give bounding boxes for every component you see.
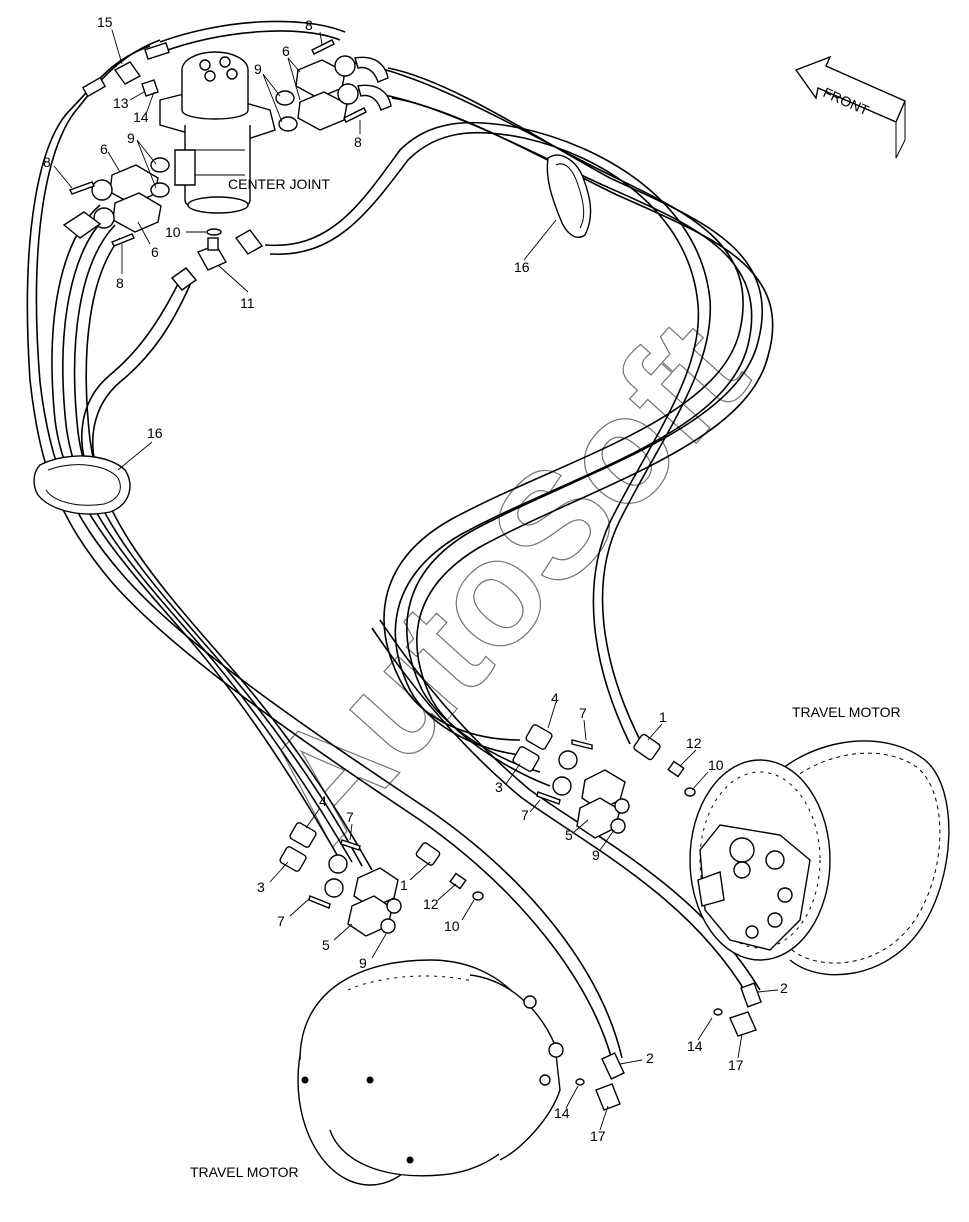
callout-8: 8	[354, 134, 362, 150]
callout-9: 9	[254, 61, 262, 77]
callout-7: 7	[346, 809, 354, 825]
fitting-11	[170, 229, 264, 291]
callout-17: 17	[728, 1057, 744, 1073]
callout-14: 14	[133, 109, 149, 125]
callout-7: 7	[579, 705, 587, 721]
callout-numbers: 15 8 6 9 13 14 8 9 6 8 6 8 10 11 16 16 4…	[43, 14, 788, 1144]
hose-bundle	[26, 20, 774, 1061]
callout-2: 2	[780, 980, 788, 996]
callout-12: 12	[686, 735, 702, 751]
callout-6: 6	[100, 141, 108, 157]
center-joint-label: CENTER JOINT	[228, 176, 330, 192]
center-joint	[159, 51, 276, 236]
callout-10: 10	[708, 757, 724, 773]
flanges-left	[62, 157, 170, 247]
travel-motor-left	[297, 959, 564, 1186]
callout-3: 3	[495, 779, 503, 795]
fitting-15	[81, 41, 170, 98]
callout-15: 15	[97, 14, 113, 30]
band-clamp-left	[33, 455, 131, 515]
callout-16: 16	[147, 425, 163, 441]
callout-14: 14	[687, 1038, 703, 1054]
callout-9: 9	[359, 955, 367, 971]
callout-16: 16	[514, 259, 530, 275]
callout-1: 1	[659, 709, 667, 725]
callout-3: 3	[257, 879, 265, 895]
callout-5: 5	[322, 937, 330, 953]
callout-14: 14	[554, 1105, 570, 1121]
left-motor-fittings	[575, 1052, 625, 1111]
callout-4: 4	[319, 793, 327, 809]
callout-7: 7	[521, 807, 529, 823]
callout-9: 9	[127, 130, 135, 146]
travel-motor-left-label: TRAVEL MOTOR	[190, 1164, 299, 1180]
callout-11: 11	[240, 295, 255, 311]
callout-10: 10	[444, 918, 460, 934]
left-motor-flanges	[279, 822, 484, 937]
travel-motor-right-label: TRAVEL MOTOR	[792, 704, 901, 720]
band-clamp-upper	[546, 154, 592, 238]
callout-12: 12	[423, 896, 439, 912]
callout-10: 10	[165, 224, 181, 240]
callout-9: 9	[592, 847, 600, 863]
callout-8: 8	[305, 17, 313, 33]
right-motor-fittings	[713, 982, 762, 1037]
callout-5: 5	[565, 827, 573, 843]
callout-8: 8	[43, 154, 51, 170]
flanges-top	[275, 39, 392, 132]
right-motor-flanges	[512, 724, 696, 839]
callout-6: 6	[282, 43, 290, 59]
callout-1: 1	[400, 877, 408, 893]
callout-7: 7	[277, 913, 285, 929]
callout-13: 13	[113, 95, 129, 111]
callout-8: 8	[116, 275, 124, 291]
callout-4: 4	[551, 690, 559, 706]
callout-17: 17	[590, 1128, 606, 1144]
travel-motor-right	[689, 740, 950, 976]
callout-6: 6	[151, 244, 159, 260]
front-arrow: FRONT	[794, 55, 906, 159]
callout-leaders	[53, 29, 779, 1131]
callout-2: 2	[646, 1050, 654, 1066]
